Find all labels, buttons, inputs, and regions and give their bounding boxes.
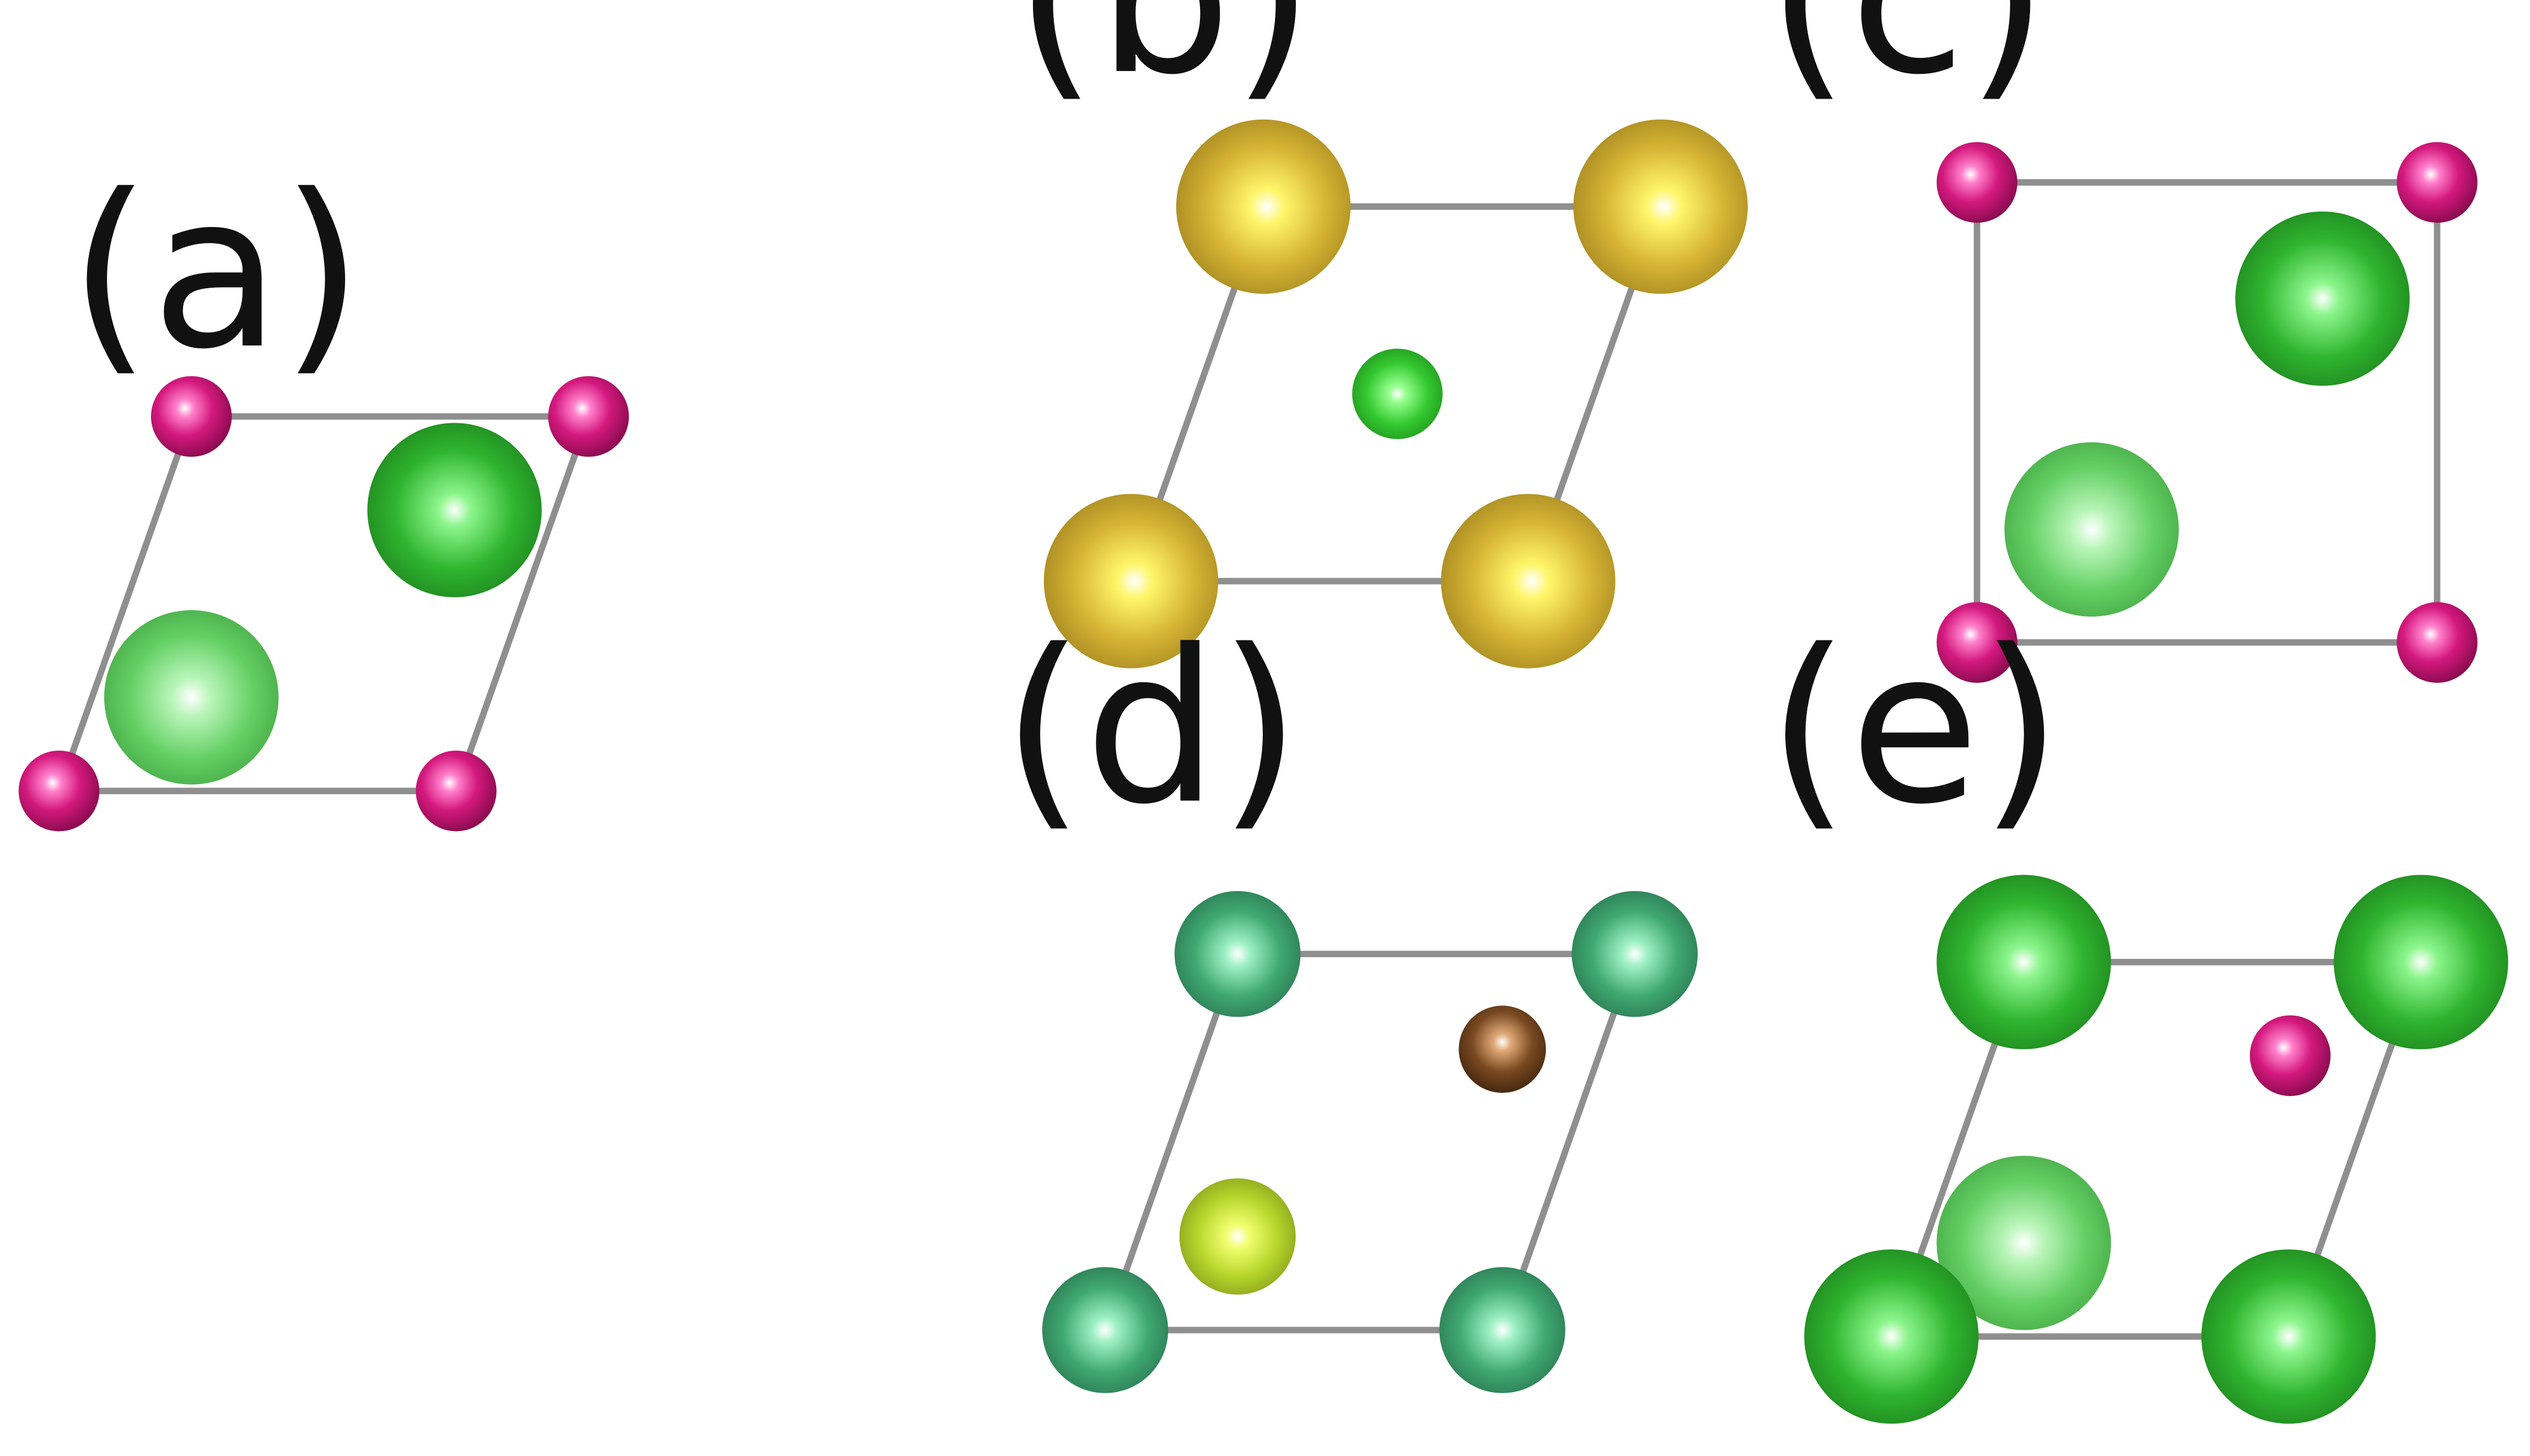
atom-magenta [150,376,232,457]
atom-green [2334,875,2509,1049]
atom-gold [1573,119,1748,294]
atom-green [1804,1249,1979,1424]
cell-edge [1499,953,1638,1331]
atom-magenta [1936,602,2017,683]
cell-edge [1102,953,1241,1331]
panel-d: (d) [1002,605,1698,1393]
atom-yellow-green [1179,1178,1296,1295]
panel-d-label: (d) [1002,605,1301,851]
panel-a-label: (a) [69,150,364,396]
atom-green [2235,211,2410,386]
atom-green [367,423,542,597]
atom-light-green [2004,442,2179,617]
atom-magenta [2249,1015,2331,1096]
atom-brown [1458,1005,1546,1093]
atom-magenta [2397,602,2478,683]
atom-gold [1043,494,1219,668]
atom-teal-green [1571,891,1698,1017]
panel-c: (c) [1767,0,2478,683]
atom-gold [1176,119,1351,294]
panel-e: (e) [1767,605,2509,1424]
cell-edge [453,415,592,792]
atom-light-green [1936,1156,2111,1330]
panel-c-cell-edges [1973,179,2441,646]
panel-a-cell-edges [56,413,592,795]
panel-c-label: (c) [1767,0,2048,121]
atom-bright-green [1352,348,1443,439]
panel-b-label: (b) [1015,0,1314,121]
atom-magenta [1936,142,2017,223]
atom-teal-green [1042,1267,1169,1393]
atom-green [2201,1249,2376,1424]
panel-b: (b) [1015,0,1748,668]
panel-a: (a) [18,150,629,832]
atom-magenta [548,376,629,457]
atom-light-green [104,610,279,785]
atom-teal-green [1174,891,1301,1017]
cell-edge [56,415,195,792]
atom-teal-green [1439,1267,1565,1393]
atom-magenta [416,751,497,832]
panel-e-label: (e) [1767,605,2062,851]
atom-magenta [2397,142,2478,223]
atom-green [1936,875,2111,1049]
atom-magenta [18,751,100,832]
panel-d-cell-edges [1102,951,1638,1334]
atom-gold [1441,494,1616,668]
